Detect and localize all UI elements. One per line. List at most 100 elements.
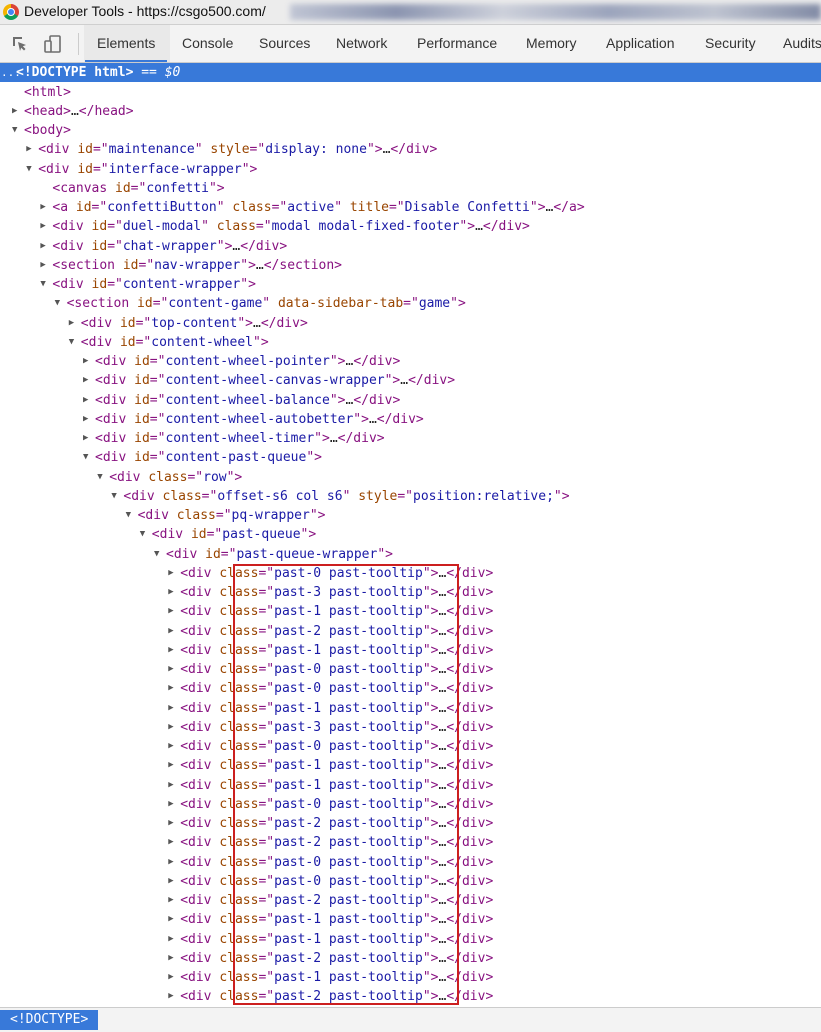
collapsed-triangle-icon[interactable]: ▶ [40,259,46,270]
collapsed-triangle-icon[interactable]: ▶ [168,895,174,905]
tab-memory[interactable]: Memory [526,35,577,51]
collapsed-triangle-icon[interactable]: ▶ [168,837,174,848]
collapsed-triangle-icon[interactable]: ▶ [83,394,89,405]
dom-node-row[interactable]: ▶<head>…</head> [0,102,821,121]
dom-node-row[interactable]: ▶<div class="past-2 past-tooltip">…</div… [0,814,821,833]
expanded-triangle-icon[interactable]: ▼ [83,452,89,463]
dom-node-row[interactable]: ▶<div class="past-0 past-tooltip">…</div… [0,564,821,583]
dom-node-row[interactable]: ▶<div class="past-0 past-tooltip">…</div… [0,737,821,756]
dom-node-row[interactable]: ▶<div class="past-1 past-tooltip">…</div… [0,699,821,718]
collapsed-triangle-icon[interactable]: ▶ [83,356,89,366]
tab-elements[interactable]: Elements [84,25,168,62]
collapsed-triangle-icon[interactable]: ▶ [168,683,174,694]
dom-node-row[interactable]: ▼<div id="past-queue"> [0,525,821,544]
dom-node-row[interactable]: ▶<div id="content-wheel-timer">…</div> [0,429,821,448]
inspect-element-icon[interactable] [11,35,29,53]
tab-console[interactable]: Console [182,35,234,51]
dom-node-row[interactable]: ▶<div class="past-1 past-tooltip">…</div… [0,756,821,775]
collapsed-triangle-icon[interactable]: ▶ [168,702,174,713]
expanded-triangle-icon[interactable]: ▼ [54,298,61,309]
collapsed-triangle-icon[interactable]: ▶ [26,144,32,155]
node-actions-dots[interactable]: ... [1,66,21,79]
dom-node-row[interactable]: ▶<div class="past-2 past-tooltip">…</div… [0,833,821,852]
collapsed-triangle-icon[interactable]: ▶ [168,818,174,828]
dom-node-row[interactable]: ▶<div class="past-1 past-tooltip">…</div… [0,602,821,621]
dom-node-row[interactable]: ▶<div class="past-1 past-tooltip">…</div… [0,968,821,987]
dom-node-row[interactable]: ▼<div class="pq-wrapper"> [0,506,821,525]
collapsed-triangle-icon[interactable]: ▶ [83,375,89,386]
dom-node-row[interactable]: ▶<div id="content-wheel-pointer">…</div> [0,352,821,371]
collapsed-triangle-icon[interactable]: ▶ [168,798,174,809]
breadcrumb-doctype[interactable]: <!DOCTYPE> [0,1010,99,1030]
collapsed-triangle-icon[interactable]: ▶ [83,433,89,443]
expanded-triangle-icon[interactable]: ▼ [139,529,146,540]
dom-node-row[interactable]: ▶<div class="past-0 past-tooltip">…</div… [0,872,821,891]
collapsed-triangle-icon[interactable]: ▶ [40,202,46,212]
collapsed-triangle-icon[interactable]: ▶ [168,952,174,963]
dom-node-row[interactable]: ▶<div class="past-2 past-tooltip">…</div… [0,891,821,910]
collapsed-triangle-icon[interactable]: ▶ [168,625,174,636]
collapsed-triangle-icon[interactable]: ▶ [168,606,174,617]
expanded-triangle-icon[interactable]: ▼ [40,279,46,289]
expanded-triangle-icon[interactable]: ▼ [154,548,160,559]
collapsed-triangle-icon[interactable]: ▶ [168,760,174,771]
dom-node-row[interactable]: ▶<div class="past-1 past-tooltip">…</div… [0,910,821,929]
dom-node-row[interactable]: ▶<a id="confettiButton" class="active" t… [0,198,821,217]
device-toolbar-icon[interactable] [44,35,62,53]
dom-node-row[interactable]: ▶<div class="past-1 past-tooltip">…</div… [0,776,821,795]
collapsed-triangle-icon[interactable]: ▶ [168,779,174,790]
dom-node-row[interactable]: ▶<div class="past-1 past-tooltip">…</div… [0,930,821,949]
dom-node-row[interactable]: ▶<div id="content-wheel-autobetter">…</d… [0,410,821,429]
collapsed-triangle-icon[interactable]: ▶ [168,741,174,751]
collapsed-triangle-icon[interactable]: ▶ [168,991,174,1002]
dom-node-row[interactable]: ▶<div class="past-1 past-tooltip">…</div… [0,641,821,660]
dom-node-row[interactable]: ▼<div id="content-wheel"> [0,333,821,352]
expanded-triangle-icon[interactable]: ▼ [125,510,132,520]
dom-node-row[interactable]: ▼<div id="content-wrapper"> [0,275,821,294]
dom-node-row[interactable]: ▶<div class="past-2 past-tooltip">…</div… [0,987,821,1006]
expanded-triangle-icon[interactable]: ▼ [97,471,103,482]
dom-node-row[interactable]: ▶<div id="top-content">…</div> [0,314,821,333]
tab-sources[interactable]: Sources [259,35,311,51]
dom-node-row[interactable]: ▼<body> [0,121,821,140]
dom-tree[interactable]: ... <!DOCTYPE html> == $0 <html>▶<head>…… [0,63,821,1007]
collapsed-triangle-icon[interactable]: ▶ [168,875,174,886]
collapsed-triangle-icon[interactable]: ▶ [168,664,174,674]
collapsed-triangle-icon[interactable]: ▶ [168,856,174,867]
collapsed-triangle-icon[interactable]: ▶ [168,933,174,944]
selected-doctype-node[interactable]: ... <!DOCTYPE html> == $0 [0,63,821,82]
tab-audits[interactable]: Audits [783,35,821,51]
collapsed-triangle-icon[interactable]: ▶ [68,317,75,328]
tab-security[interactable]: Security [705,35,756,51]
dom-node-row[interactable]: ▼<div class="offset-s6 col s6" style="po… [0,487,821,506]
dom-node-row[interactable]: ▶<div class="past-2 past-tooltip">…</div… [0,949,821,968]
dom-node-row[interactable]: ▶<div class="past-3 past-tooltip">…</div… [0,583,821,602]
dom-node-row[interactable]: ▶<div class="past-3 past-tooltip">…</div… [0,718,821,737]
expanded-triangle-icon[interactable]: ▼ [68,336,75,347]
dom-node-row[interactable]: <canvas id="confetti"> [0,179,821,198]
dom-node-row[interactable]: ▼<section id="content-game" data-sidebar… [0,294,821,313]
dom-node-row[interactable]: ▶<div class="past-0 past-tooltip">…</div… [0,853,821,872]
collapsed-triangle-icon[interactable]: ▶ [168,644,174,655]
expanded-triangle-icon[interactable]: ▼ [12,125,18,135]
dom-node-row[interactable]: ▶<div class="past-2 past-tooltip">…</div… [0,622,821,641]
dom-node-row[interactable]: ▶<section id="nav-wrapper">…</section> [0,256,821,275]
tab-network[interactable]: Network [336,35,388,51]
collapsed-triangle-icon[interactable]: ▶ [83,413,89,424]
dom-node-row[interactable]: ▶<div id="maintenance" style="display: n… [0,140,821,159]
dom-node-row[interactable]: ▼<div id="content-past-queue"> [0,448,821,467]
dom-node-row[interactable]: <html> [0,83,821,102]
collapsed-triangle-icon[interactable]: ▶ [12,105,18,116]
collapsed-triangle-icon[interactable]: ▶ [168,587,174,597]
dom-node-row[interactable]: ▼<div class="row"> [0,468,821,487]
dom-node-row[interactable]: ▶<div id="content-wheel-canvas-wrapper">… [0,371,821,390]
dom-node-row[interactable]: ▼<div id="interface-wrapper"> [0,160,821,179]
dom-node-row[interactable]: ▶<div id="duel-modal" class="modal modal… [0,217,821,236]
collapsed-triangle-icon[interactable]: ▶ [40,240,46,251]
dom-node-row[interactable]: ▶<div class="past-0 past-tooltip">…</div… [0,795,821,814]
dom-node-row[interactable]: ▶<div id="content-wheel-balance">…</div> [0,391,821,410]
tab-application[interactable]: Application [606,35,675,51]
tab-performance[interactable]: Performance [417,35,498,51]
dom-node-row[interactable]: ▶<div id="chat-wrapper">…</div> [0,237,821,256]
dom-node-row[interactable]: ▶<div class="past-0 past-tooltip">…</div… [0,660,821,679]
